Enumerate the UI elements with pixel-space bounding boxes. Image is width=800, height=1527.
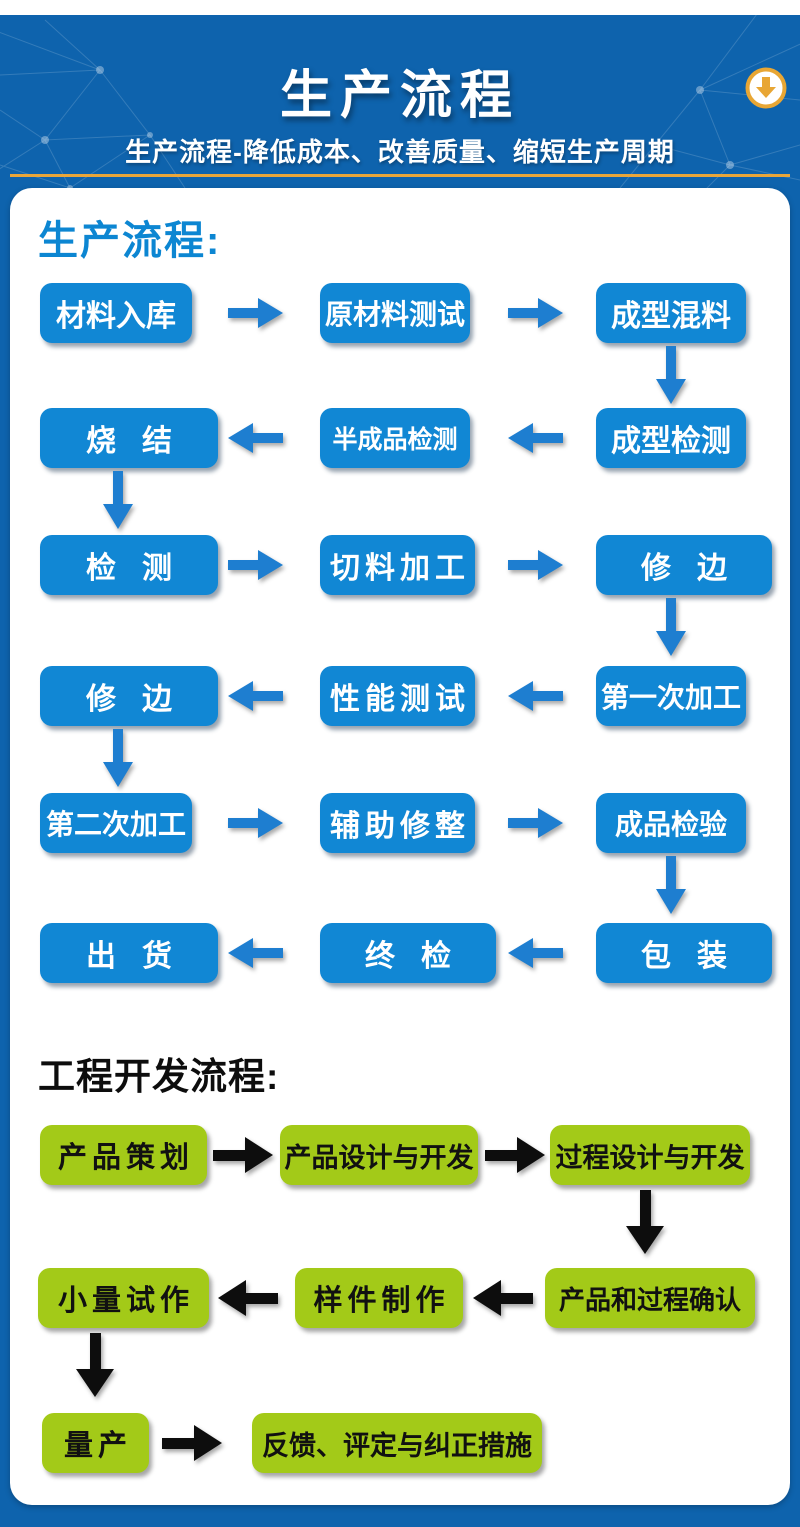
arrow-down-icon — [656, 856, 686, 914]
flow-step-box: 包装 — [596, 923, 772, 983]
arrow-right-icon — [485, 1137, 545, 1173]
content-card: 生产流程: 材料入库 原材料测试 成型混料 烧结 半成品检测 成型检测 检测 切… — [10, 188, 790, 1505]
arrow-down-icon — [656, 346, 686, 404]
flow-step-box: 出货 — [40, 923, 218, 983]
flow-step-box: 修边 — [40, 666, 218, 726]
page-header: 生产流程 生产流程-降低成本、改善质量、缩短生产周期 — [0, 15, 800, 188]
production-flow-heading: 生产流程: — [38, 219, 222, 263]
top-white-strip — [0, 0, 800, 15]
arrow-left-icon — [508, 423, 563, 453]
arrow-left-icon — [228, 423, 283, 453]
flow-step-box: 第一次加工 — [596, 666, 746, 726]
arrow-right-icon — [228, 550, 283, 580]
arrow-left-icon — [228, 938, 283, 968]
arrow-down-icon — [103, 471, 133, 529]
flow-step-box: 性能测试 — [320, 666, 475, 726]
flow-step-box: 半成品检测 — [320, 408, 470, 468]
arrow-left-icon — [228, 681, 283, 711]
page-title: 生产流程 — [279, 67, 520, 125]
arrow-down-icon — [103, 729, 133, 787]
arrow-right-icon — [162, 1425, 222, 1461]
flow-step-box: 材料入库 — [40, 283, 192, 343]
gold-divider — [10, 174, 790, 177]
flow-step-box: 第二次加工 — [40, 793, 192, 853]
arrow-right-icon — [228, 808, 283, 838]
engineering-flow-heading: 工程开发流程: — [38, 1056, 280, 1097]
flow-step-box: 原材料测试 — [320, 283, 470, 343]
arrow-left-icon — [508, 938, 563, 968]
dev-step-box: 样件制作 — [295, 1268, 463, 1328]
flow-step-box: 成型检测 — [596, 408, 746, 468]
dev-step-box: 过程设计与开发 — [550, 1125, 750, 1185]
flow-step-box: 成品检验 — [596, 793, 746, 853]
arrow-right-icon — [508, 550, 563, 580]
arrow-left-icon — [218, 1280, 278, 1316]
arrow-right-icon — [508, 298, 563, 328]
flow-step-box: 烧结 — [40, 408, 218, 468]
dev-step-box: 反馈、评定与纠正措施 — [252, 1413, 542, 1473]
dev-step-box: 产品策划 — [40, 1125, 207, 1185]
arrow-left-icon — [508, 681, 563, 711]
circle-down-arrow-icon — [745, 67, 787, 109]
arrow-down-icon — [76, 1333, 114, 1397]
arrow-down-icon — [626, 1190, 664, 1254]
flow-step-box: 检测 — [40, 535, 218, 595]
flow-step-box: 切料加工 — [320, 535, 475, 595]
dev-step-box: 小量试作 — [38, 1268, 209, 1328]
flow-step-box: 修边 — [596, 535, 772, 595]
arrow-right-icon — [508, 808, 563, 838]
flow-step-box: 辅助修整 — [320, 793, 475, 853]
page-subtitle: 生产流程-降低成本、改善质量、缩短生产周期 — [125, 137, 675, 167]
flow-step-box: 成型混料 — [596, 283, 746, 343]
arrow-right-icon — [213, 1137, 273, 1173]
arrow-right-icon — [228, 298, 283, 328]
arrow-left-icon — [473, 1280, 533, 1316]
arrow-down-icon — [656, 598, 686, 656]
flow-step-box: 终检 — [320, 923, 496, 983]
dev-step-box: 量产 — [42, 1413, 149, 1473]
dev-step-box: 产品和过程确认 — [545, 1268, 755, 1328]
dev-step-box: 产品设计与开发 — [280, 1125, 478, 1185]
